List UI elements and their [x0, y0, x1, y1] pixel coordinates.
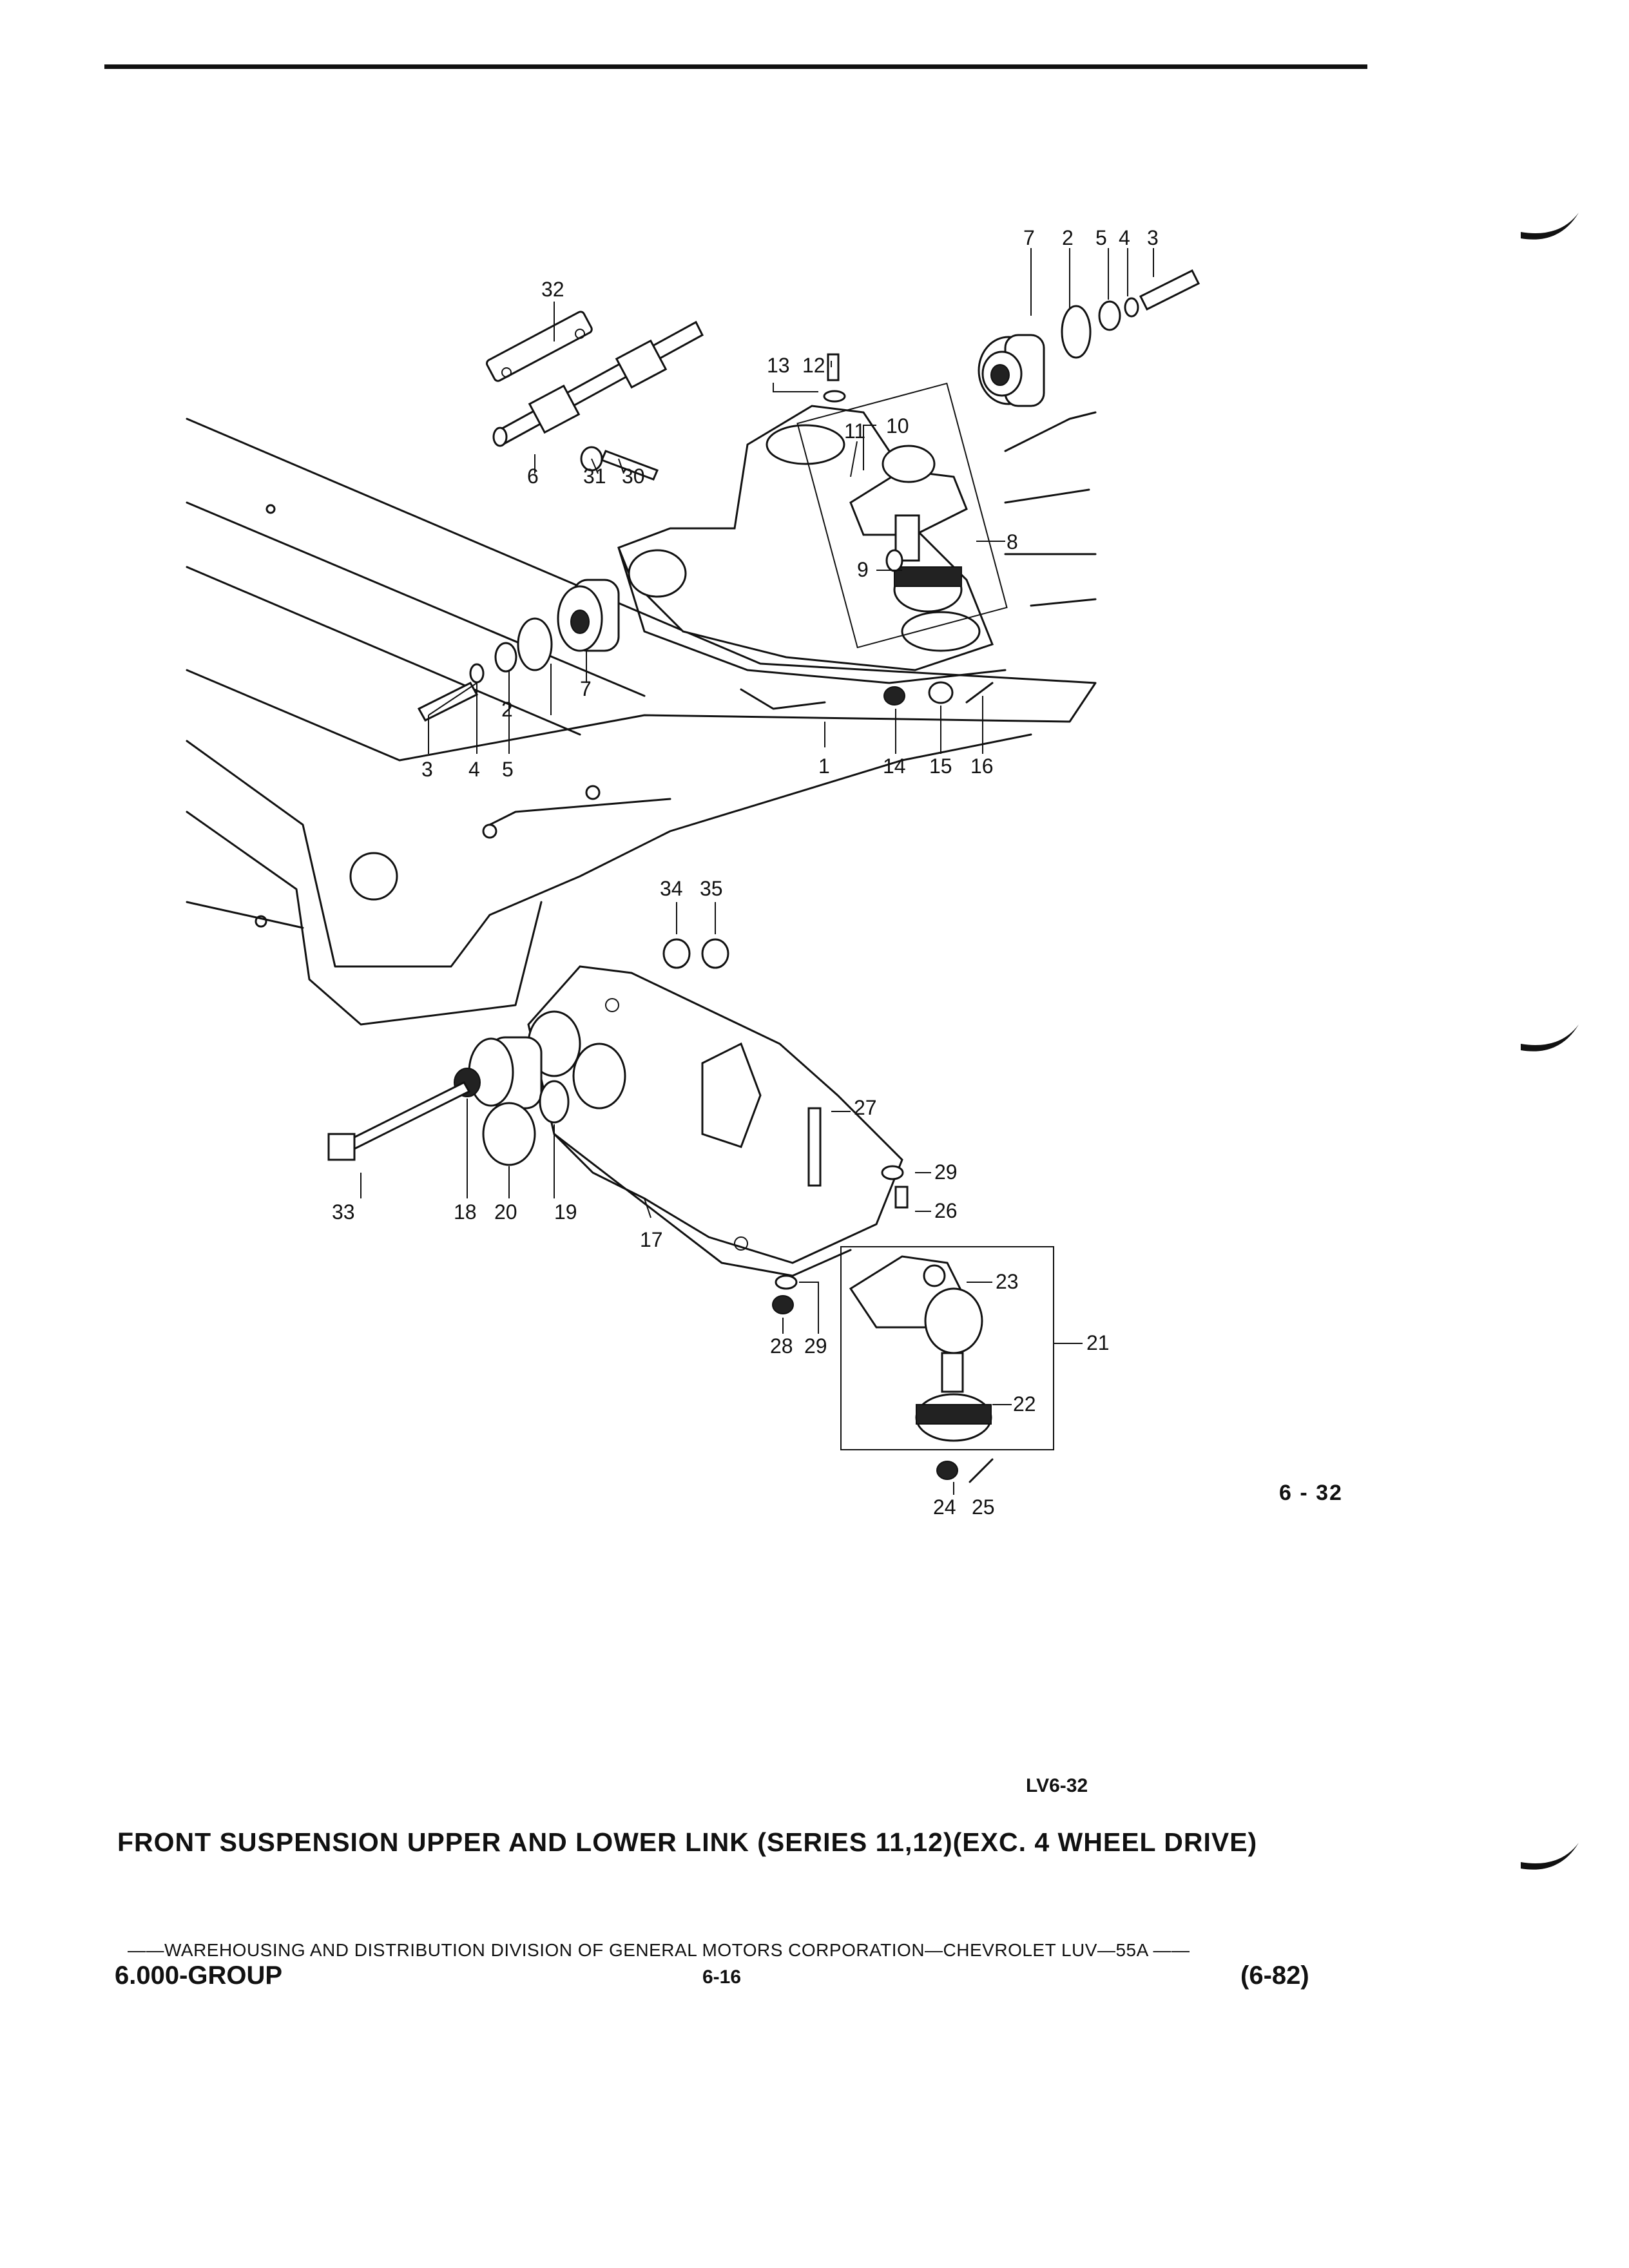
callout-label: 2 — [1062, 226, 1074, 249]
page-number: 6-16 — [702, 1966, 742, 1988]
publisher-line: ——WAREHOUSING AND DISTRIBUTION DIVISION … — [128, 1940, 1190, 1960]
group-number: 6.000-GROUP — [115, 1961, 283, 1990]
callout-label: 6 — [527, 465, 539, 488]
callout-label: 34 — [660, 877, 683, 900]
callout-label: 32 — [541, 278, 564, 301]
callout-label: 35 — [700, 877, 723, 900]
callout-label: 29 — [934, 1160, 958, 1184]
callout-label: 16 — [970, 754, 994, 778]
upper-hardware — [823, 353, 994, 706]
upper-bushing-set-right — [978, 269, 1200, 407]
callout-label: 23 — [996, 1270, 1019, 1293]
callout-label: 25 — [972, 1495, 995, 1519]
callout-label: 26 — [934, 1199, 958, 1222]
binding-mark — [1521, 213, 1579, 240]
callout-label: 29 — [804, 1334, 827, 1358]
figure-number: 6 - 32 — [1279, 1481, 1343, 1505]
lower-bushing-set — [327, 938, 729, 1166]
callout-label: 2 — [501, 698, 513, 721]
upper-link-assembly — [617, 405, 1007, 710]
vehicle-frame — [186, 411, 1097, 1026]
callout-label: 5 — [502, 758, 514, 781]
callout-label: 9 — [857, 558, 869, 581]
reference-code: LV6-32 — [1026, 1775, 1088, 1796]
callout-label: 13 — [767, 354, 790, 377]
callout-label: 10 — [886, 414, 909, 437]
upper-ball-joint-box — [796, 382, 1008, 649]
callout-label: 14 — [883, 754, 906, 778]
revision-date: (6-82) — [1240, 1961, 1309, 1990]
binding-mark — [1521, 1843, 1579, 1870]
callout-label: 1 — [818, 754, 830, 778]
callout-label: 15 — [929, 754, 952, 778]
callout-label: 3 — [421, 758, 433, 781]
callout-label: 19 — [554, 1200, 577, 1224]
callout-label: 22 — [1013, 1392, 1036, 1416]
lower-hardware — [772, 1165, 994, 1483]
callout-label: 8 — [1007, 530, 1018, 553]
page-title: FRONT SUSPENSION UPPER AND LOWER LINK (S… — [117, 1827, 1258, 1857]
callout-label: 5 — [1095, 226, 1107, 249]
callout-label: 27 — [854, 1096, 877, 1119]
callout-label: 11 — [844, 419, 865, 443]
callout-label: 7 — [1023, 226, 1035, 249]
binding-mark — [1521, 1024, 1579, 1052]
callout-label: 28 — [770, 1334, 793, 1358]
callout-label: 31 — [583, 465, 606, 488]
callout-labels: 1 2 2 3 3 4 4 5 5 6 7 7 8 9 10 11 12 13 … — [332, 226, 1159, 1519]
callout-label: 21 — [1086, 1331, 1110, 1354]
leader-lines — [360, 248, 1154, 1495]
callout-label: 4 — [468, 758, 480, 781]
upper-shaft-assembly — [485, 311, 704, 481]
callout-label: 4 — [1119, 226, 1130, 249]
lower-ball-joint-box — [840, 1246, 1054, 1450]
callout-label: 30 — [622, 465, 645, 488]
callout-label: 7 — [580, 677, 592, 700]
callout-label: 12 — [802, 354, 825, 377]
callout-label: 3 — [1147, 226, 1159, 249]
callout-label: 18 — [454, 1200, 477, 1224]
callout-label: 20 — [494, 1200, 517, 1224]
top-rule — [104, 64, 1367, 69]
lower-link-assembly — [527, 965, 903, 1277]
callout-label: 17 — [640, 1228, 663, 1251]
callout-label: 24 — [933, 1495, 956, 1519]
callout-label: 33 — [332, 1200, 355, 1224]
upper-bushing-set-left — [417, 579, 620, 722]
